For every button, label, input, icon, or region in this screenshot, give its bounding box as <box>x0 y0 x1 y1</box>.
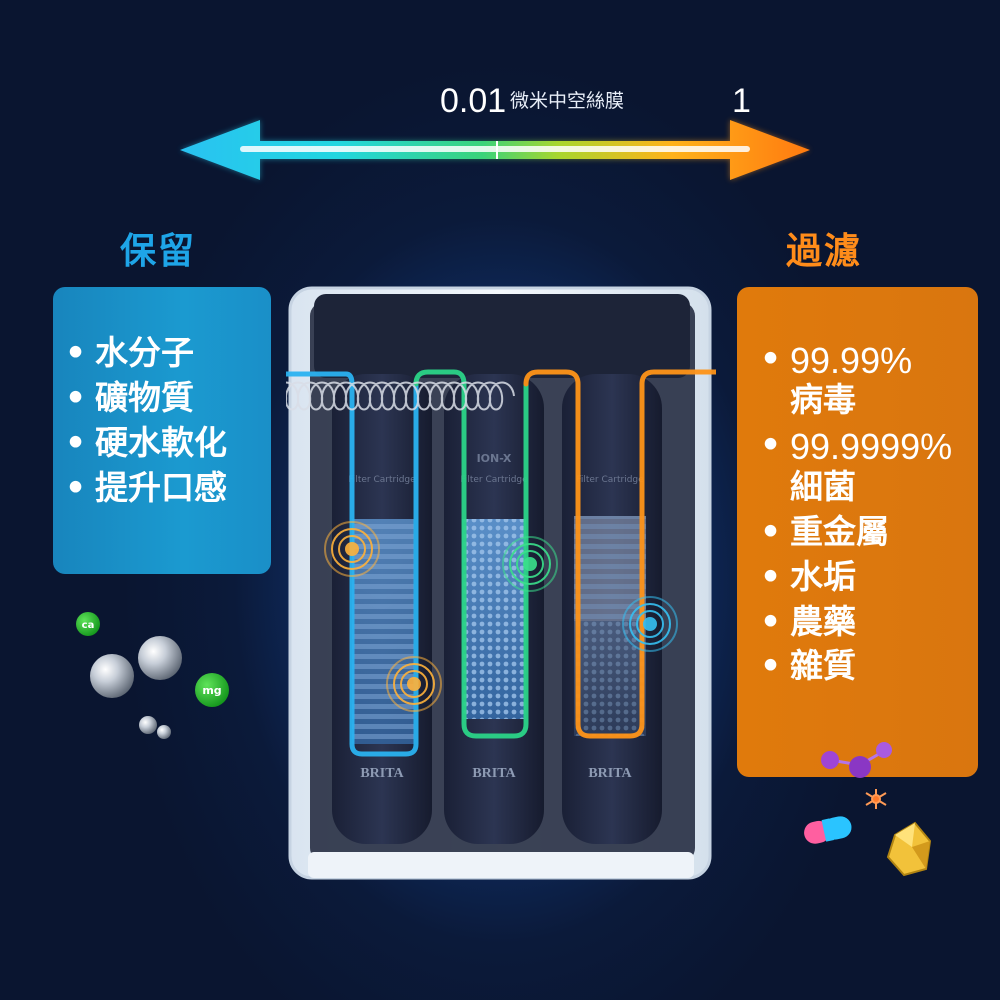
retain-list: •水分子 •礦物質 •硬水軟化 •提升口感 <box>65 334 227 514</box>
filter-panel <box>737 287 978 777</box>
water-filter-device: BRITA Filter Cartridge BRITA ION-X Filte… <box>286 286 716 880</box>
list-item: •雜質 <box>760 646 856 686</box>
device-tray <box>308 852 694 878</box>
filter-heading: 過濾 <box>786 231 863 272</box>
list-item: •重金屬 <box>760 511 889 551</box>
calcium-label: ca <box>82 620 95 631</box>
list-item: •礦物質 <box>65 377 194 417</box>
list-item: •99.9999%細菌 <box>760 425 953 506</box>
device-lid <box>314 294 690 378</box>
list-item: •硬水軟化 <box>65 422 227 462</box>
cartridge-brand-3: BRITA <box>588 766 632 781</box>
contaminants-illustration <box>804 742 932 877</box>
retain-panel <box>53 287 271 574</box>
scale-max-value: 1 <box>732 82 751 120</box>
scale-min-value: 0.01 <box>440 82 507 120</box>
calcium-ball-icon <box>76 612 100 636</box>
cartridge-model-2: ION-X <box>477 452 512 465</box>
molecule-icon <box>821 742 892 778</box>
cartridge-label-1: Filter Cartridge <box>348 475 416 485</box>
list-item: •提升口感 <box>65 467 227 507</box>
list-item: •農藥 <box>760 601 856 641</box>
list-item: •99.99%病毒 <box>760 339 913 420</box>
filtration-scale: 0.01 微米中空絲膜 1 <box>170 70 820 200</box>
magnesium-label: mg <box>202 684 221 697</box>
cartridge-brand-1: BRITA <box>360 766 404 781</box>
cartridge-2: BRITA ION-X Filter Cartridge <box>444 374 544 844</box>
retain-heading: 保留 <box>120 231 197 272</box>
cartridge-label-3: Filter Cartridge <box>576 475 644 485</box>
minerals-illustration: ca mg <box>76 612 229 739</box>
pill-icon <box>804 816 852 844</box>
crystal-icon <box>886 821 932 877</box>
magnesium-ball-icon <box>195 673 229 707</box>
cartridge-brand-2: BRITA <box>472 766 516 781</box>
cartridge-3: BRITA Filter Cartridge <box>562 374 662 844</box>
cartridge-label-2: Filter Cartridge <box>460 475 528 485</box>
scale-label: 微米中空絲膜 <box>510 90 625 112</box>
double-arrow-icon <box>180 120 810 180</box>
spring-coil-icon <box>286 381 515 411</box>
list-item: •水分子 <box>65 333 194 372</box>
bacteria-icon <box>865 789 887 809</box>
list-item: •水垢 <box>760 556 856 596</box>
filter-list: •99.99%病毒 •99.9999%細菌 •重金屬 •水垢 •農藥 •雜質 <box>760 340 952 692</box>
wave-rings-icon <box>324 521 678 712</box>
